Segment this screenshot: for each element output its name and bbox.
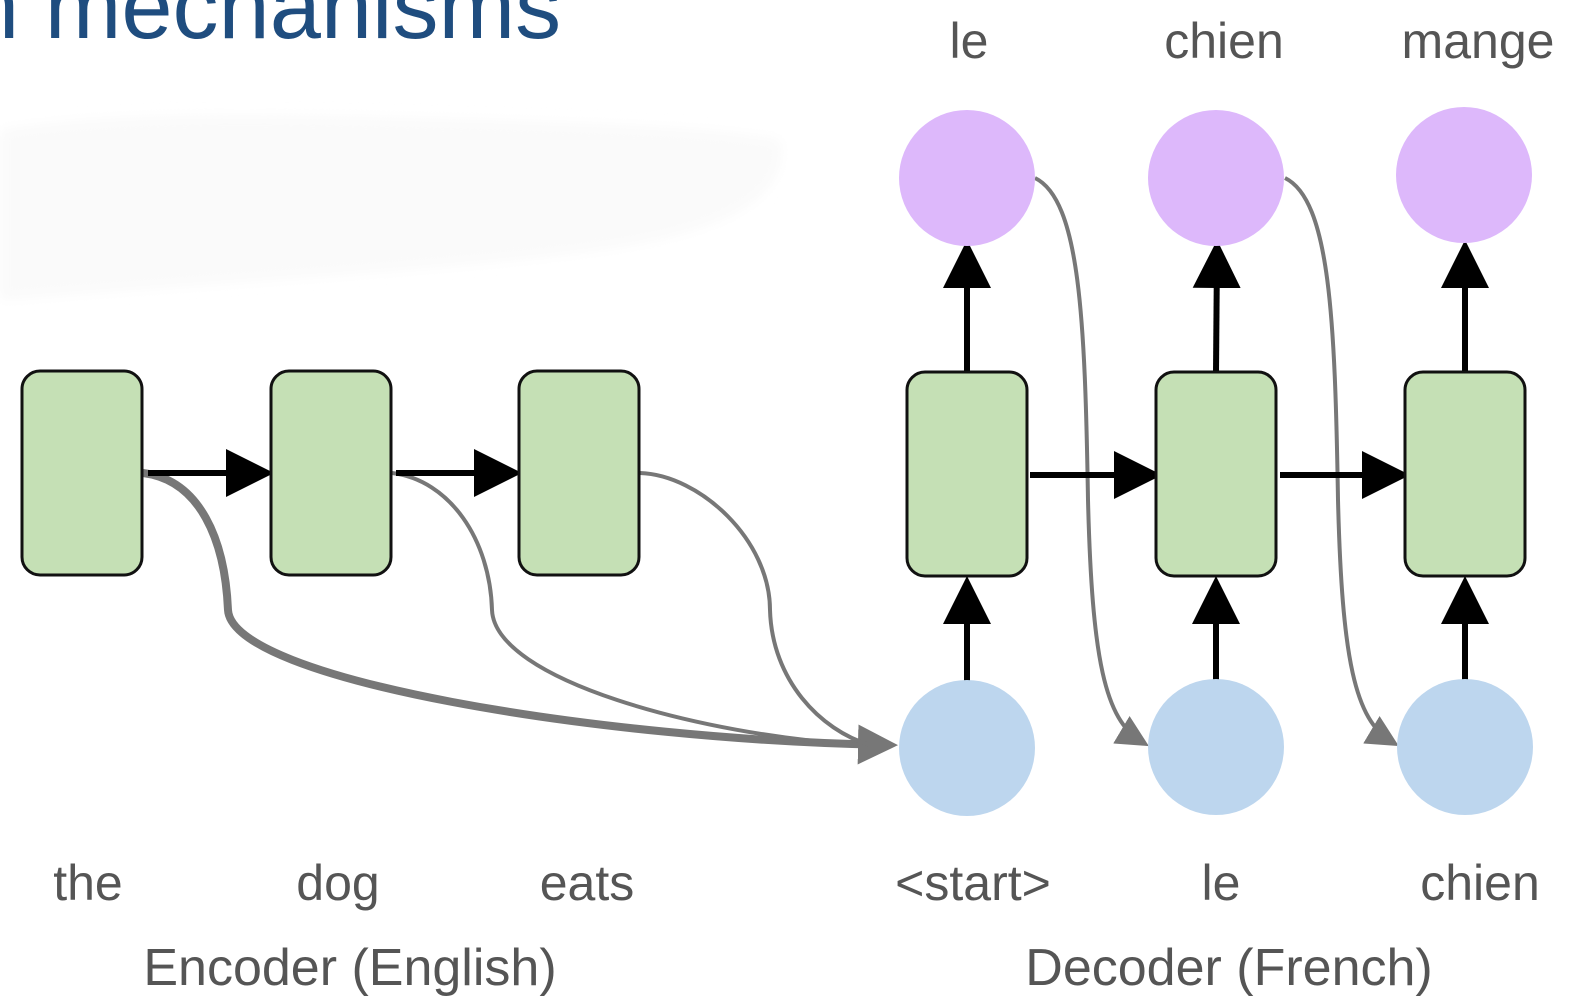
encoder-cell-2: [269, 369, 393, 577]
output-word-1: le: [950, 13, 989, 69]
encoder-cells: [20, 369, 641, 577]
decoder-input-nodes: [899, 679, 1533, 816]
encoder-cell-3: [517, 369, 641, 577]
encoder-word-1: the: [53, 855, 123, 911]
encoder-label: Encoder (English): [143, 939, 556, 997]
output-node-2: [1148, 110, 1284, 246]
encoder-word-2: dog: [296, 855, 379, 911]
input-word-2: le: [1202, 855, 1241, 911]
decoder-vertical-arrows: [943, 240, 1489, 683]
output-node-1: [899, 110, 1035, 246]
output-word-3: mange: [1402, 13, 1555, 69]
input-node-2: [1148, 679, 1284, 815]
output-word-2: chien: [1164, 13, 1284, 69]
decoder-cell-3: [1403, 370, 1527, 578]
input-word-1: <start>: [895, 855, 1051, 911]
feedback-arrow-2: [1284, 176, 1399, 747]
input-node-1: [899, 680, 1035, 816]
decoder-cell-1: [905, 370, 1029, 578]
feedback-arrow-1: [1034, 176, 1149, 747]
attention-arrow-the: [142, 469, 898, 765]
decoder-label: Decoder (French): [1025, 939, 1432, 997]
decoder-input-words: <start> le chien: [895, 855, 1540, 911]
encoder-words: the dog eats: [53, 855, 634, 911]
decoder-output-nodes: [899, 107, 1532, 246]
input-node-3: [1397, 679, 1533, 815]
attention-connections: [142, 176, 1399, 765]
attention-arrow-eats: [639, 471, 871, 747]
decoder-cell-2: [1154, 370, 1278, 578]
slide-title: n mechanisms: [0, 0, 561, 58]
decoder-output-words: le chien mange: [950, 13, 1555, 69]
output-node-3: [1396, 107, 1532, 243]
cell-to-out-arrow-2: [1192, 240, 1241, 373]
encoder-word-3: eats: [540, 855, 635, 911]
encoder-cell-1: [20, 369, 144, 577]
input-word-3: chien: [1420, 855, 1540, 911]
decoder-cells: [905, 370, 1527, 578]
attention-arrow-dog: [391, 471, 861, 747]
background-smudge: [0, 115, 782, 300]
